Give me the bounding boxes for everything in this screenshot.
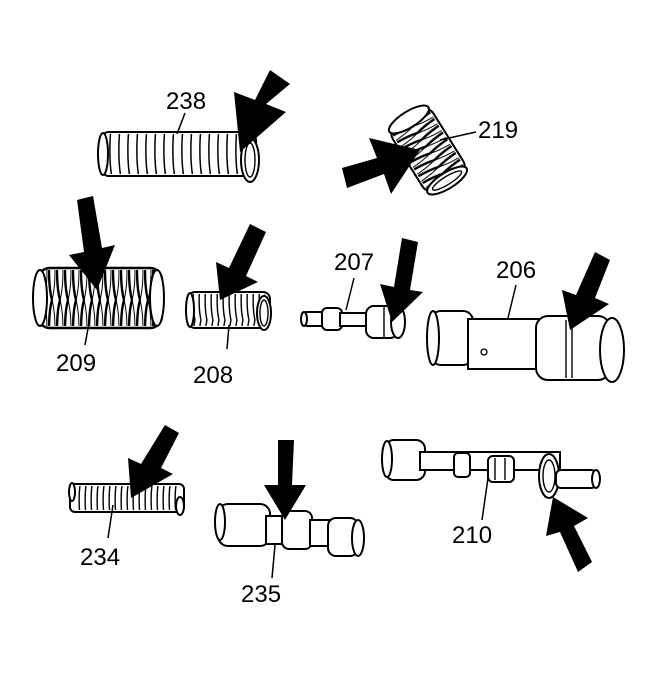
callout-235: 235 (241, 581, 281, 608)
arrow-234 (128, 425, 179, 498)
callout-238: 238 (166, 88, 206, 115)
callout-210: 210 (452, 522, 492, 549)
valve-206 (426, 310, 625, 383)
callout-209: 209 (56, 350, 96, 377)
leader-206 (507, 284, 517, 319)
callout-207: 207 (334, 249, 374, 276)
arrow-219 (342, 138, 420, 194)
valve-235 (214, 503, 365, 557)
arrow-235 (264, 440, 306, 520)
arrow-208 (216, 224, 266, 300)
valve-207 (300, 305, 406, 339)
leader-208 (226, 324, 230, 350)
leader-234 (107, 504, 114, 539)
spring-238 (97, 131, 260, 183)
spring-219 (387, 104, 469, 196)
leader-210 (481, 477, 489, 521)
leader-219 (439, 131, 477, 141)
leader-207 (345, 277, 355, 311)
arrow-238 (234, 70, 290, 152)
arrow-210 (546, 497, 592, 572)
arrow-209 (69, 196, 115, 290)
valve-210 (381, 439, 601, 499)
leader-235 (271, 544, 276, 579)
spring-234 (68, 482, 185, 516)
callout-208: 208 (193, 362, 233, 389)
callout-234: 234 (80, 544, 120, 571)
arrow-206 (562, 252, 610, 330)
callout-219: 219 (478, 117, 518, 144)
spring-208 (185, 291, 272, 331)
leader-209 (84, 322, 90, 346)
callout-206: 206 (496, 257, 536, 284)
arrow-207 (380, 238, 423, 322)
leader-238 (176, 112, 186, 135)
